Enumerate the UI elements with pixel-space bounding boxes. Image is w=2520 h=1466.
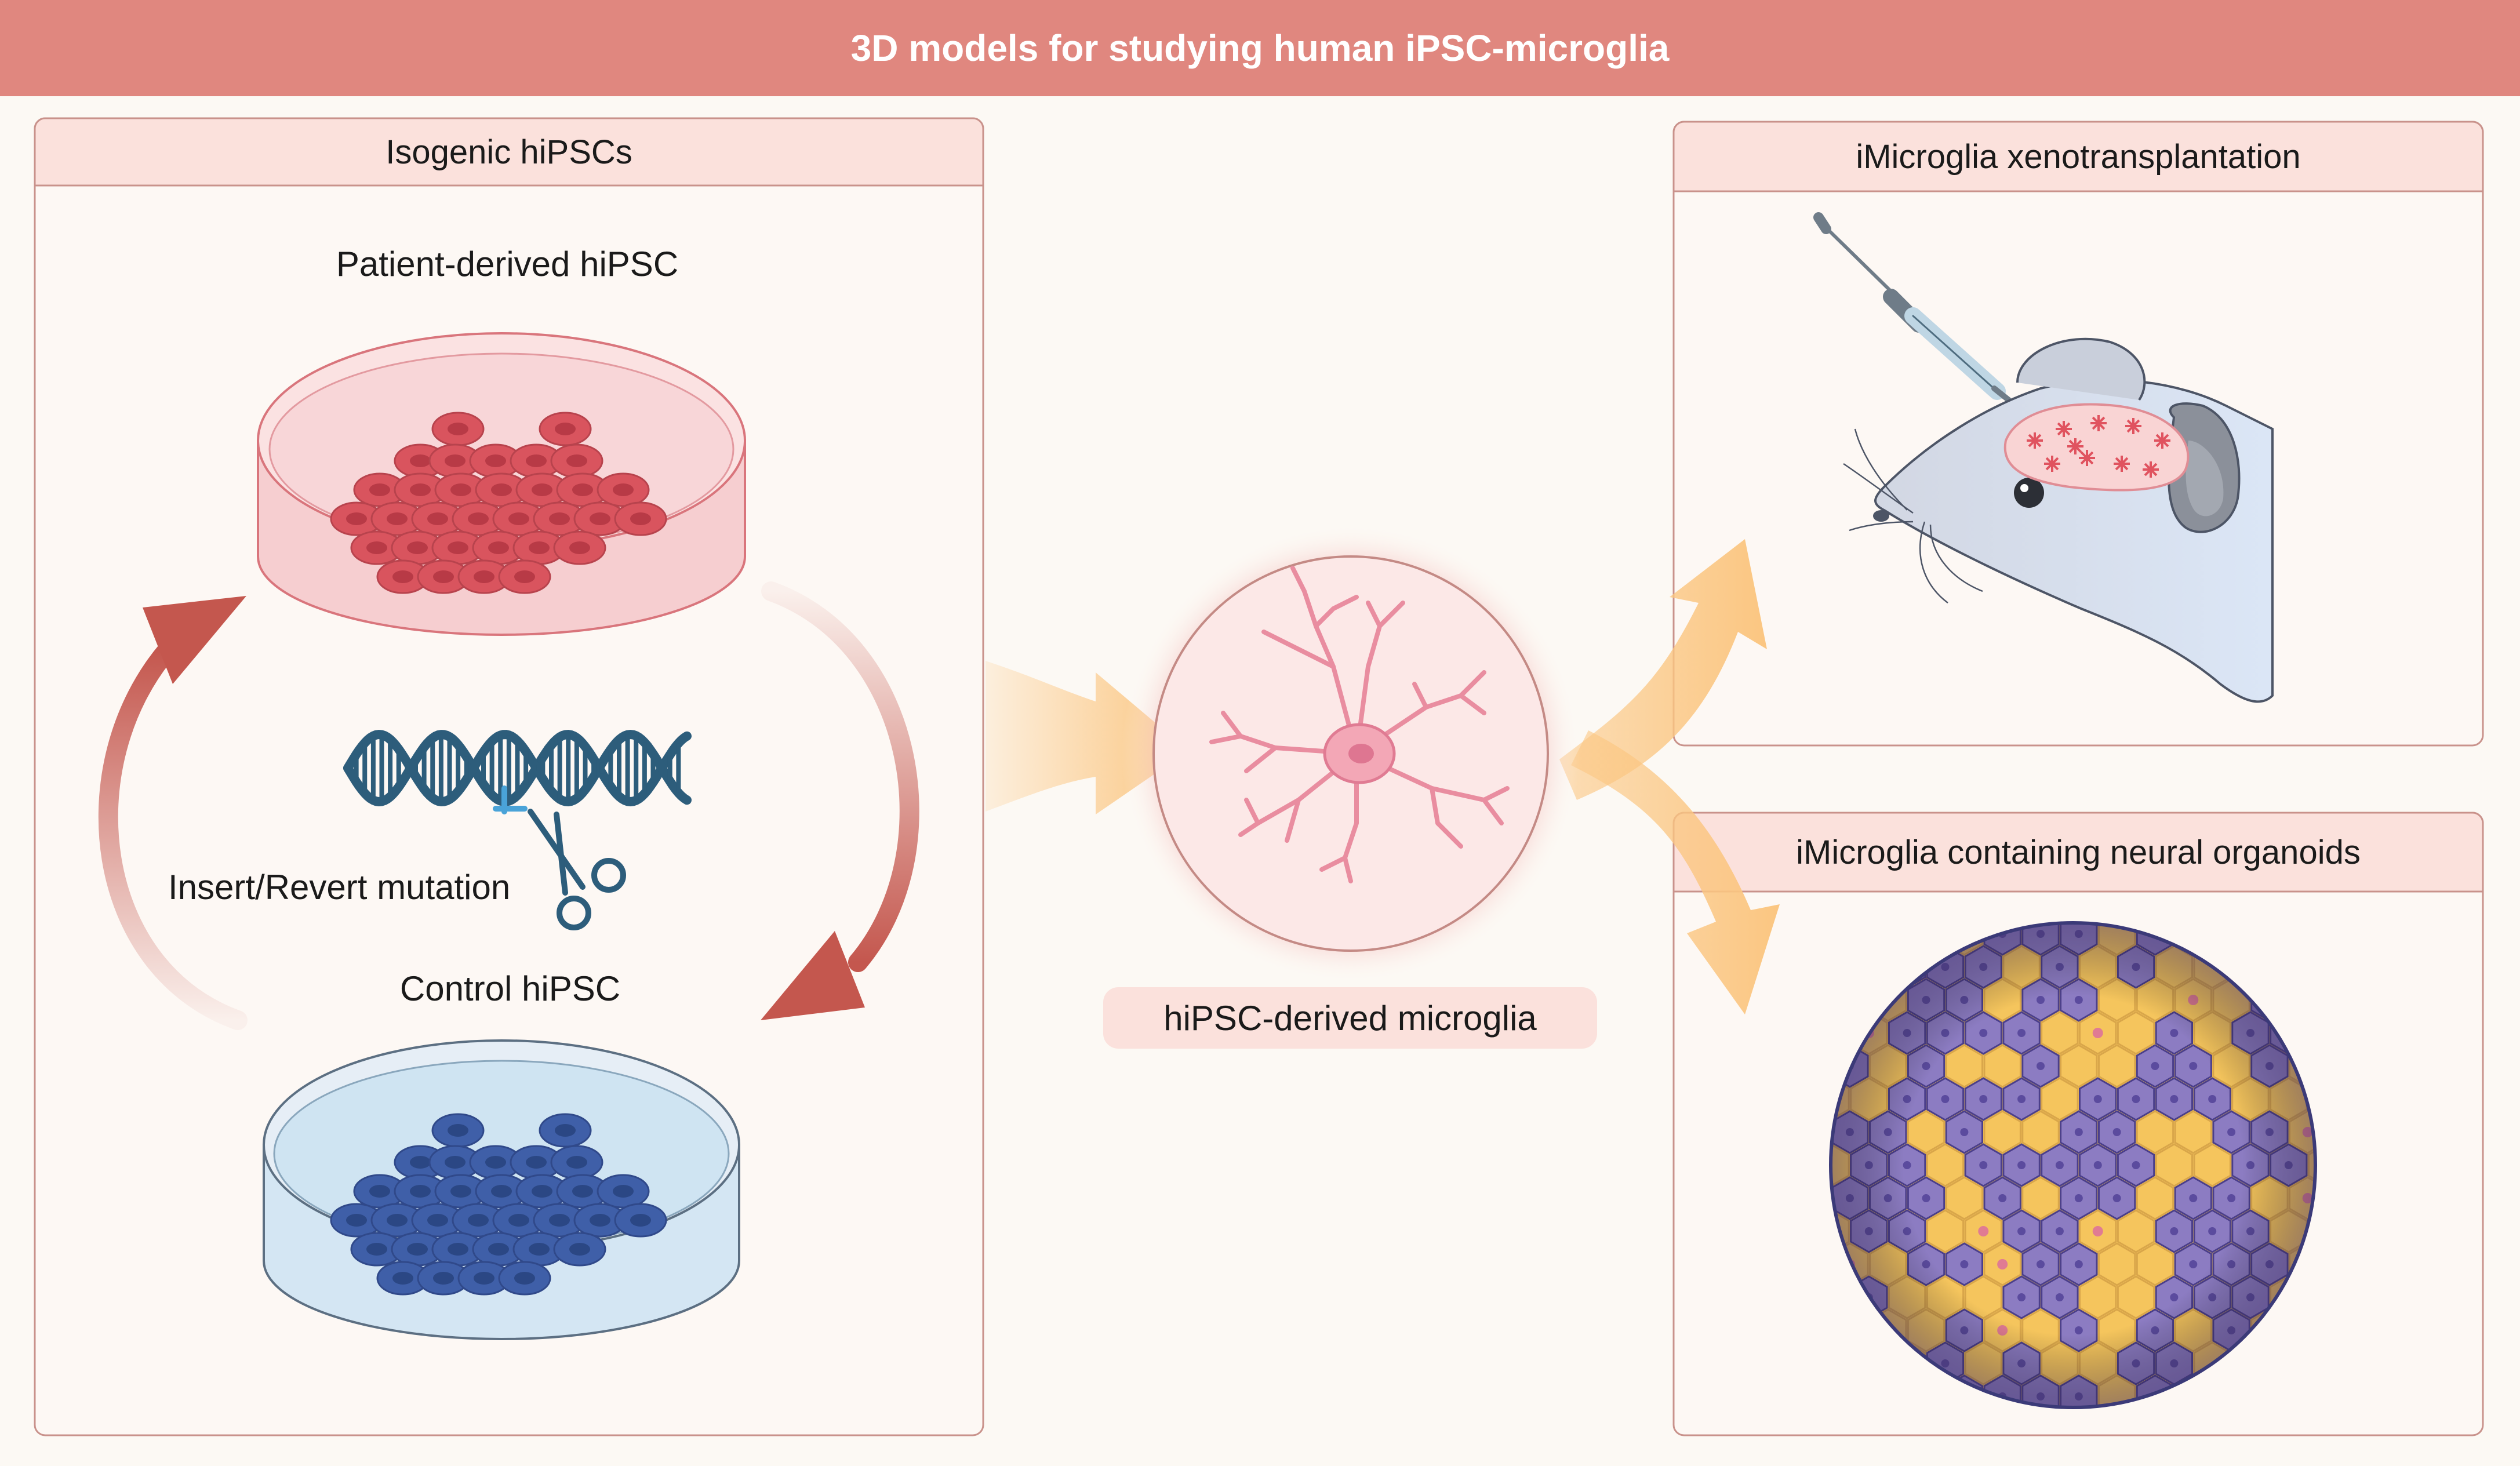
scissors-icon (528, 809, 626, 930)
cycle-arrow-left (98, 596, 248, 1030)
title-banner (0, 0, 2520, 96)
right-bottom-header: iMicroglia containing neural organoids (1796, 833, 2361, 871)
mouse-icon (1843, 337, 2274, 703)
center-label: hiPSC-derived microglia (1163, 998, 1537, 1038)
patient-petri-dish-icon (257, 332, 746, 636)
patient-label: Patient-derived hiPSC (336, 244, 679, 283)
syringe-icon (1813, 212, 2031, 420)
right-top-header: iMicroglia xenotransplantation (1856, 137, 2301, 176)
flow-arrow-to-organoid (1571, 730, 1780, 1014)
edit-label: Insert/Revert mutation (168, 867, 511, 907)
flow-arrow-to-mouse (1559, 539, 1767, 800)
center-label-pill (1103, 987, 1597, 1049)
control-petri-dish-icon (263, 1039, 740, 1340)
cycle-arrow-right (761, 581, 919, 1020)
left-panel-header: Isogenic hiPSCs (386, 133, 632, 171)
page-title: 3D models for studying human iPSC-microg… (850, 27, 1670, 69)
control-label: Control hiPSC (399, 969, 621, 1008)
dna-icon (343, 729, 692, 814)
microglia-cell-icon (1122, 525, 1580, 983)
